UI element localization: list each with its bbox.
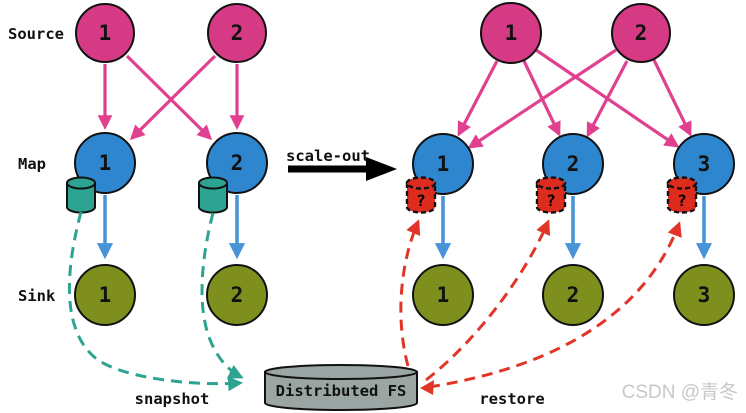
state-cylinder-body	[198, 182, 228, 214]
snapshot-flows: snapshot	[67, 211, 244, 408]
distributed-fs-cylinder: Distributed FS	[264, 364, 418, 411]
edge-source2-map3	[652, 59, 692, 137]
state-cylinder-icon	[198, 176, 228, 214]
snapshot-label: snapshot	[135, 390, 210, 408]
sink-node-label: 1	[437, 283, 450, 307]
unknown-cylinder-body	[535, 181, 567, 214]
map-node-label: 3	[698, 152, 711, 176]
sink-node	[542, 264, 604, 326]
state-cylinder-top	[198, 176, 228, 190]
map-node-label: 2	[231, 151, 244, 175]
row-label-sink: Sink	[18, 287, 56, 305]
distributed-fs-top	[264, 364, 418, 380]
restore-edge-fs-map2	[425, 219, 551, 382]
source-node	[480, 2, 542, 64]
unknown-state-cylinder-icon: ?	[666, 176, 698, 214]
restore-label: restore	[479, 390, 544, 408]
unknown-cylinder-top	[535, 176, 567, 190]
sink-node	[412, 264, 474, 326]
sink-node-label: 3	[698, 283, 711, 307]
unknown-cylinder-top	[405, 176, 437, 190]
state-cylinder-icon	[66, 176, 96, 214]
source-node	[611, 3, 671, 63]
edge-source2-map1	[467, 48, 617, 149]
distributed-fs-label: Distributed FS	[276, 382, 407, 400]
watermark: CSDN @青冬	[622, 381, 738, 403]
unknown-cylinder-top	[666, 176, 698, 190]
unknown-cylinder-body	[666, 181, 698, 214]
restore-fs-arrow-head	[420, 380, 434, 395]
sink-node	[673, 264, 735, 326]
scale-out-label: scale-out	[286, 147, 370, 165]
source-node	[75, 3, 135, 63]
row-label-source: Source	[8, 25, 64, 43]
unknown-state-cylinder-icon: ?	[535, 176, 567, 214]
scale-out-indicator: scale-out	[286, 147, 397, 181]
map-node-label: 1	[437, 152, 450, 176]
map-node-label: 2	[567, 152, 580, 176]
snapshot-edge-map1-fs	[67, 211, 243, 392]
source-node	[207, 3, 267, 63]
row-label-map: Map	[18, 155, 46, 173]
unknown-state-cylinder-icon: ?	[405, 176, 437, 214]
sink-node-label: 2	[567, 283, 580, 307]
edge-source1-map1	[457, 60, 499, 137]
sink-node	[74, 264, 136, 326]
restore-edge-fs-map1	[399, 219, 421, 367]
map-node-label: 1	[99, 151, 112, 175]
restore-edge-fs-map3	[428, 221, 682, 389]
unknown-cylinder-body	[405, 181, 437, 214]
edge-source2-map2	[586, 60, 629, 138]
source-node-label: 1	[505, 21, 518, 45]
sink-node-label: 1	[99, 283, 112, 307]
source-node-label: 2	[231, 21, 244, 45]
source-node-label: 2	[635, 21, 648, 45]
edge-source2-map1	[129, 54, 217, 141]
unknown-state-label: ?	[677, 191, 687, 210]
sink-node-label: 2	[231, 283, 244, 307]
unknown-state-label: ?	[546, 191, 556, 210]
snapshot-edge-map2-fs	[200, 212, 244, 379]
scale-out-arrow-head	[366, 157, 397, 181]
restore-flows: restore	[399, 219, 682, 408]
pipeline-before: 1 2 1 2 1 2	[66, 3, 268, 326]
edge-source1-map2	[522, 60, 561, 137]
state-cylinder-top	[66, 176, 96, 190]
pipeline-after: 1 2 1 2 3 ? ? ? 1 2 3	[405, 2, 735, 326]
source-node-label: 1	[99, 21, 112, 45]
edge-source1-map2	[125, 54, 213, 141]
state-cylinder-body	[66, 182, 96, 214]
sink-node	[206, 264, 268, 326]
unknown-state-label: ?	[416, 191, 426, 210]
distributed-fs-body	[264, 371, 418, 411]
